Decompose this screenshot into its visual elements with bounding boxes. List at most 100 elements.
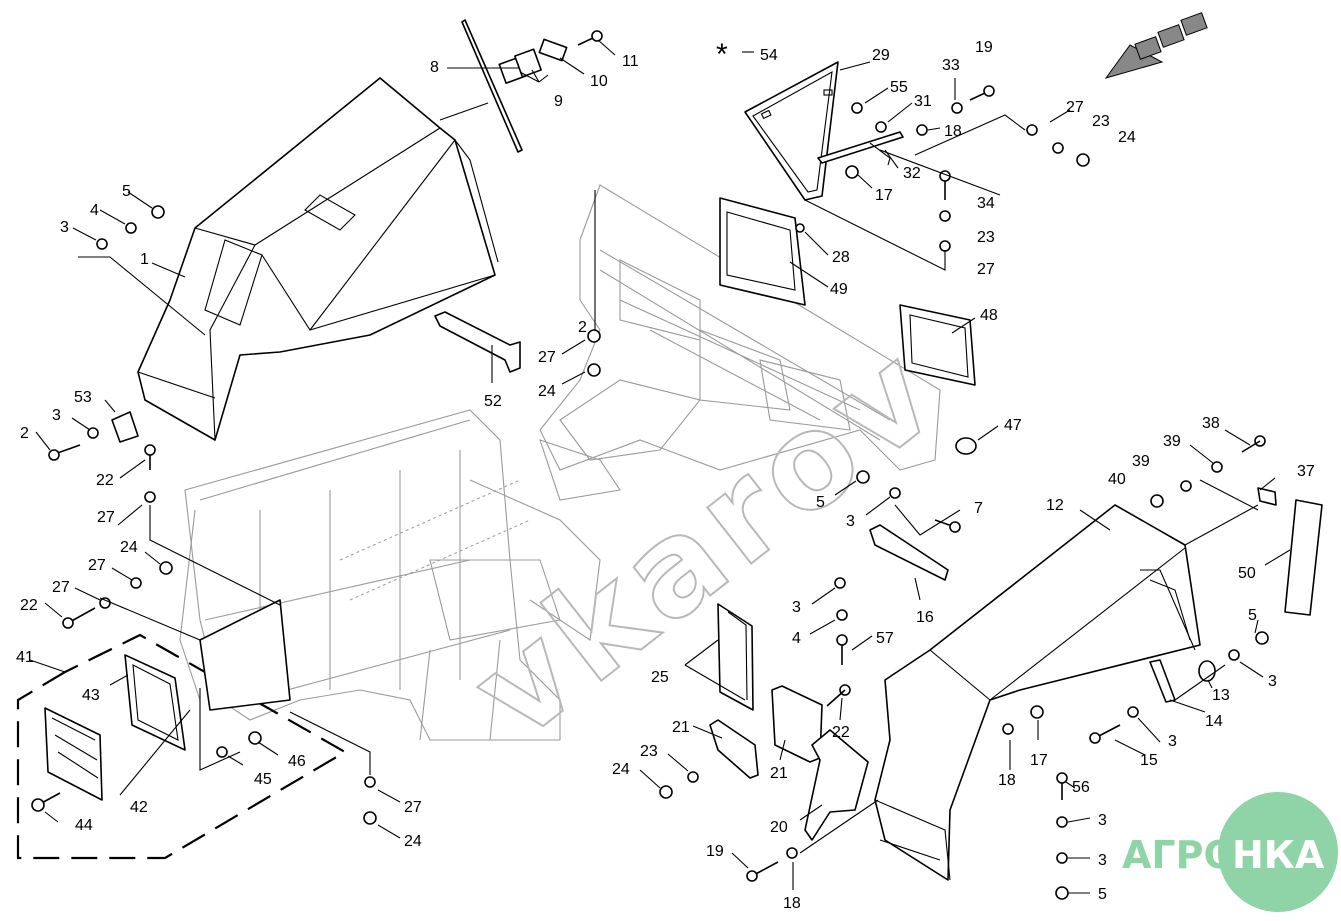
label-23: 23: [640, 743, 658, 760]
label-5: 5: [816, 494, 825, 511]
logo-text-right: НКА: [1232, 833, 1325, 877]
label-9: 9: [554, 93, 563, 110]
label-18: 18: [998, 772, 1016, 789]
label-27: 27: [52, 579, 70, 596]
window-panel-part-29: [744, 61, 839, 201]
footnote-symbol: *: [716, 38, 728, 71]
label-39: 39: [1163, 433, 1181, 450]
plate-part-25: [717, 603, 754, 711]
label-23: 23: [977, 229, 995, 246]
label-7: 7: [974, 500, 983, 517]
label-12: 12: [1046, 497, 1064, 514]
label-3: 3: [846, 513, 855, 530]
tractor-frame-ghost: [179, 184, 941, 741]
seal-part-49: [719, 197, 806, 306]
label-43: 43: [82, 687, 100, 704]
label-14: 14: [1205, 713, 1223, 730]
label-15: 15: [1140, 752, 1158, 769]
agronka-logo: АГРО НКА: [1120, 792, 1338, 912]
seal-part-48: [899, 304, 976, 386]
label-22: 22: [20, 597, 38, 614]
bracket-part-53: [111, 411, 139, 443]
label-3: 3: [60, 219, 69, 236]
label-24: 24: [1118, 129, 1136, 146]
label-23: 23: [1092, 113, 1110, 130]
label-57: 57: [876, 630, 894, 647]
label-27: 27: [538, 349, 556, 366]
label-27: 27: [977, 261, 995, 278]
label-18: 18: [783, 895, 801, 912]
plate-part-10: [538, 38, 568, 62]
logo-text-left: АГРО: [1122, 833, 1236, 877]
label-27: 27: [1066, 99, 1084, 116]
label-45: 45: [254, 771, 272, 788]
direction-arrow-icon: [1104, 12, 1208, 79]
label-19: 19: [975, 39, 993, 56]
cover-box-part-41: [199, 599, 291, 711]
label-27: 27: [88, 557, 106, 574]
label-2: 2: [578, 319, 587, 336]
label-44: 44: [75, 817, 93, 834]
label-2: 2: [20, 425, 29, 442]
label-48: 48: [980, 307, 998, 324]
rod-part-8: [461, 19, 523, 153]
label-40: 40: [1108, 471, 1126, 488]
label-5: 5: [1248, 607, 1257, 624]
label-24: 24: [538, 383, 556, 400]
label-4: 4: [792, 630, 801, 647]
label-27: 27: [404, 799, 422, 816]
hinge-part-9: [498, 48, 542, 84]
label-34: 34: [977, 195, 995, 212]
part-labels: 1 3 4 5 53 3 2 22 27 8 9 10 11 52 2 27 2…: [16, 38, 1315, 912]
label-5: 5: [122, 183, 131, 200]
label-22: 22: [96, 472, 114, 489]
label-54: 54: [760, 47, 778, 64]
cross-bar-part-32: [817, 131, 904, 164]
label-27: 27: [97, 509, 115, 526]
bolt-part-11: [577, 30, 603, 46]
label-42: 42: [130, 799, 148, 816]
leader-lines: [29, 39, 1291, 894]
bracket-part-21a: [709, 719, 759, 779]
label-3: 3: [792, 599, 801, 616]
label-17: 17: [875, 187, 893, 204]
label-3: 3: [1098, 812, 1107, 829]
bracket-part-52: [434, 311, 521, 373]
label-21: 21: [672, 719, 690, 736]
label-11: 11: [622, 53, 639, 70]
bracket-part-20: [804, 729, 869, 841]
label-53: 53: [74, 389, 92, 406]
label-25: 25: [651, 669, 669, 686]
bracket-part-32: [869, 142, 891, 166]
label-39: 39: [1132, 453, 1150, 470]
label-3: 3: [1098, 852, 1107, 869]
label-13: 13: [1212, 687, 1230, 704]
label-24: 24: [612, 761, 630, 778]
label-56: 56: [1072, 779, 1090, 796]
label-50: 50: [1238, 565, 1256, 582]
label-18: 18: [944, 123, 962, 140]
label-31: 31: [914, 93, 932, 110]
label-24: 24: [404, 833, 422, 850]
label-10: 10: [590, 73, 608, 90]
label-46: 46: [288, 753, 306, 770]
strap-part-14: [1149, 659, 1176, 703]
label-16: 16: [916, 609, 934, 626]
left-fender-part-1: [137, 77, 499, 441]
label-52: 52: [484, 393, 502, 410]
bracket-part-16: [869, 524, 949, 581]
label-19: 19: [706, 843, 724, 860]
label-22: 22: [832, 724, 850, 741]
label-33: 33: [942, 57, 960, 74]
label-17: 17: [1030, 752, 1048, 769]
label-3: 3: [52, 407, 61, 424]
plate-part-50: [1284, 499, 1323, 616]
label-41: 41: [16, 649, 34, 666]
plate-part-37: [1257, 487, 1277, 506]
label-28: 28: [832, 249, 850, 266]
label-5: 5: [1098, 886, 1107, 903]
spacer-part-13: [1198, 660, 1216, 682]
label-3: 3: [1268, 673, 1277, 690]
label-49: 49: [830, 281, 848, 298]
